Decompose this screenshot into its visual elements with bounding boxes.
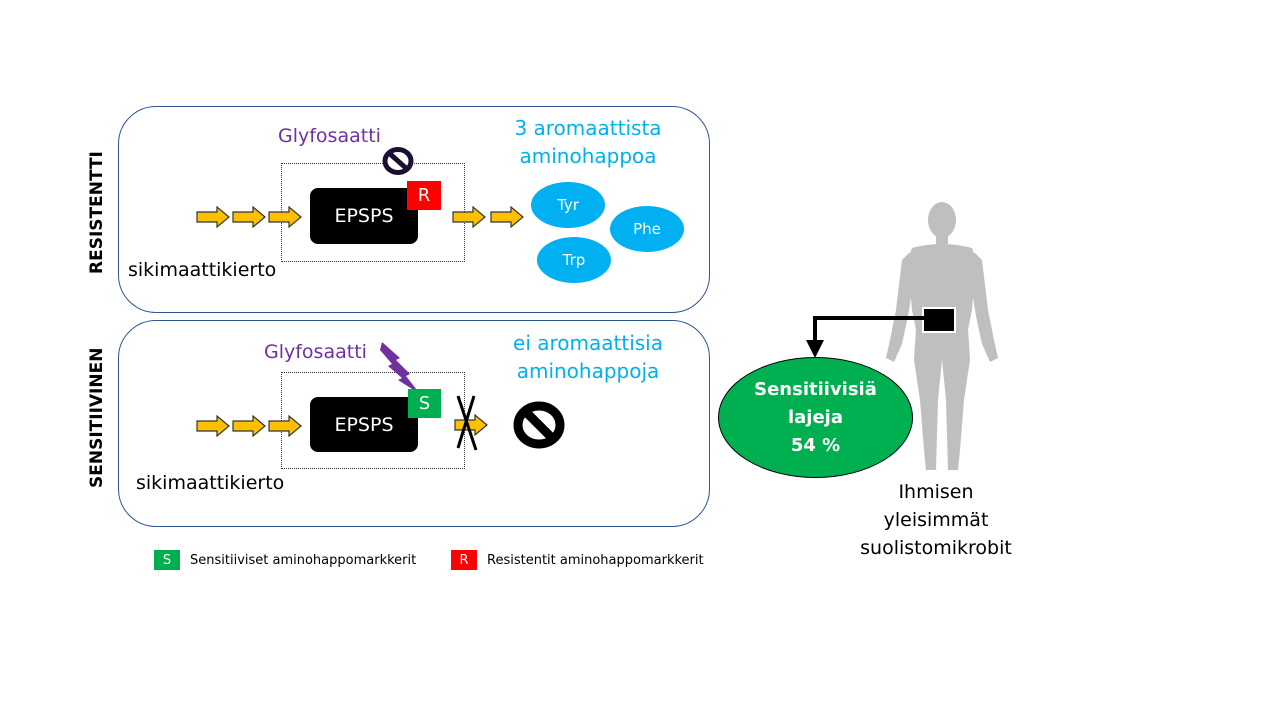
no-product-prohibit-icon bbox=[513, 401, 565, 449]
sensitive-pathway-label: sikimaattikierto bbox=[136, 472, 285, 494]
gut-to-microbes-arrow-icon bbox=[806, 316, 924, 358]
resistant-product-title-line1: 3 aromaattista bbox=[514, 116, 662, 140]
pathway-arrow-icon bbox=[196, 206, 230, 228]
pathway-arrow-icon bbox=[232, 415, 266, 437]
resistant-glyphosate-label: Glyfosaatti bbox=[278, 125, 381, 147]
pathway-arrow-icon bbox=[268, 415, 302, 437]
sensitive-species-ellipse: Sensitiivisiä lajeja 54 % bbox=[718, 357, 913, 478]
resistant-epsps-enzyme: EPSPS bbox=[310, 188, 418, 244]
pathway-arrow-icon bbox=[196, 415, 230, 437]
sensitive-side-label: SENSITIIVINEN bbox=[87, 347, 107, 488]
lightning-bolt-icon bbox=[380, 342, 420, 394]
legend-resistant-swatch: R bbox=[451, 550, 477, 570]
caption-line3: suolistomikrobit bbox=[860, 537, 1012, 559]
pathway-arrow-icon bbox=[490, 206, 524, 228]
blocked-pathway-arrow-icon bbox=[454, 395, 488, 451]
sensitive-epsps-enzyme: EPSPS bbox=[310, 397, 418, 452]
legend-resistant-label: Resistentit aminohappomarkkerit bbox=[487, 552, 704, 568]
gut-microbes-caption: Ihmisen yleisimmät suolistomikrobit bbox=[846, 478, 1026, 562]
legend-sensitive: S Sensitiiviset aminohappomarkkerit bbox=[154, 550, 416, 570]
resistant-pathway-label: sikimaattikierto bbox=[128, 259, 277, 281]
sensitive-species-line1: Sensitiivisiä bbox=[754, 378, 877, 400]
resistant-side-label: RESISTENTTI bbox=[87, 151, 107, 274]
resistant-product-title: 3 aromaattista aminohappoa bbox=[500, 114, 676, 170]
gut-marker-box bbox=[922, 307, 956, 333]
caption-line2: yleisimmät bbox=[883, 509, 989, 531]
pathway-arrow-icon bbox=[232, 206, 266, 228]
prohibit-icon bbox=[382, 147, 414, 175]
amino-acid-phe: Phe bbox=[610, 206, 684, 252]
sensitive-product-title-line2: aminohappoja bbox=[516, 359, 660, 383]
pathway-arrow-icon bbox=[452, 206, 486, 228]
pathway-arrow-icon bbox=[268, 206, 302, 228]
legend-resistant: R Resistentit aminohappomarkkerit bbox=[451, 550, 704, 570]
resistant-product-title-line2: aminohappoa bbox=[519, 144, 657, 168]
amino-acid-trp: Trp bbox=[537, 237, 611, 283]
sensitive-product-title-line1: ei aromaattisia bbox=[513, 331, 663, 355]
sensitive-glyphosate-label: Glyfosaatti bbox=[264, 341, 367, 363]
resistant-marker: R bbox=[407, 181, 441, 210]
legend-sensitive-label: Sensitiiviset aminohappomarkkerit bbox=[190, 552, 417, 568]
caption-line1: Ihmisen bbox=[898, 481, 974, 503]
legend-sensitive-swatch: S bbox=[154, 550, 180, 570]
sensitive-marker: S bbox=[408, 389, 441, 418]
sensitive-product-title: ei aromaattisia aminohappoja bbox=[500, 329, 676, 385]
sensitive-species-percent: 54 % bbox=[790, 434, 841, 456]
amino-acid-tyr: Tyr bbox=[531, 182, 605, 228]
sensitive-species-line2: lajeja bbox=[787, 406, 843, 428]
